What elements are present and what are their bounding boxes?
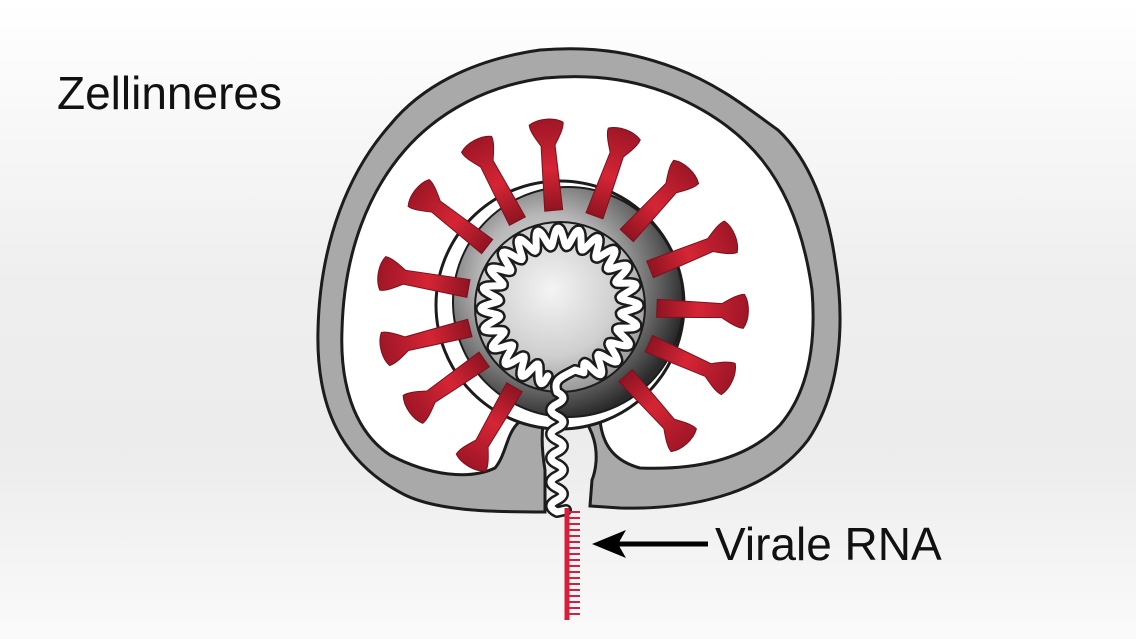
spike-protein bbox=[585, 127, 641, 220]
spike-protein bbox=[402, 351, 491, 424]
viral-rna-label: Virale RNA bbox=[715, 518, 942, 570]
spike-protein bbox=[455, 382, 523, 472]
rna-coil-highlight bbox=[477, 224, 643, 516]
left-arrow-icon bbox=[592, 530, 626, 558]
spike-proteins bbox=[377, 118, 749, 472]
cell-interior-label: Zellinneres bbox=[57, 67, 282, 119]
pointer-arrow bbox=[592, 530, 708, 558]
spike-protein bbox=[646, 220, 739, 279]
spike-protein bbox=[619, 159, 700, 243]
viral-rna-strand bbox=[564, 508, 580, 620]
spike-protein bbox=[528, 118, 564, 212]
spike-protein bbox=[618, 368, 697, 453]
spike-protein bbox=[460, 135, 527, 227]
spike-protein bbox=[379, 318, 473, 367]
spike-protein bbox=[656, 293, 749, 329]
spike-protein bbox=[644, 334, 736, 396]
spike-protein bbox=[377, 256, 471, 298]
spike-protein bbox=[407, 178, 494, 255]
